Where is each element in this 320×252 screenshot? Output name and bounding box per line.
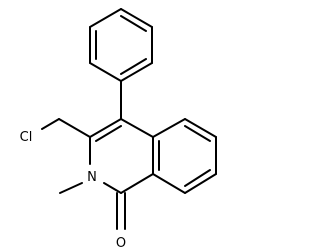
double-bond-inner: [120, 15, 147, 32]
bond-n-methyl: [59, 182, 83, 194]
bond: [184, 118, 217, 138]
phenyl-ring: [89, 8, 153, 82]
bond-c3-ch2: [58, 118, 91, 138]
bond-c4-c4a: [120, 118, 154, 138]
bond: [184, 173, 217, 194]
bond: [89, 8, 122, 28]
oxygen-label: O: [116, 236, 126, 251]
bond: [89, 62, 122, 82]
double-bond-inner: [120, 58, 147, 75]
bond-c8a-c1: [120, 173, 154, 194]
benzo-ring: [152, 118, 217, 194]
double-bond-inner: [184, 125, 211, 142]
nitrogen-label: N: [87, 170, 97, 185]
bond-ch2-cl: [41, 118, 60, 130]
bond-c3-c4: [89, 118, 122, 138]
chlorine-label: Cl: [20, 130, 33, 145]
double-bond-inner: [95, 125, 122, 142]
bond: [152, 118, 186, 138]
bond: [152, 173, 186, 194]
chemical-structure-diagram: Cl N O: [20, 8, 217, 251]
pyridinone-ring: [89, 118, 154, 194]
double-bond-inner: [184, 169, 211, 187]
bond: [120, 8, 153, 28]
bond: [120, 62, 153, 82]
bond-c1-n: [103, 182, 122, 194]
